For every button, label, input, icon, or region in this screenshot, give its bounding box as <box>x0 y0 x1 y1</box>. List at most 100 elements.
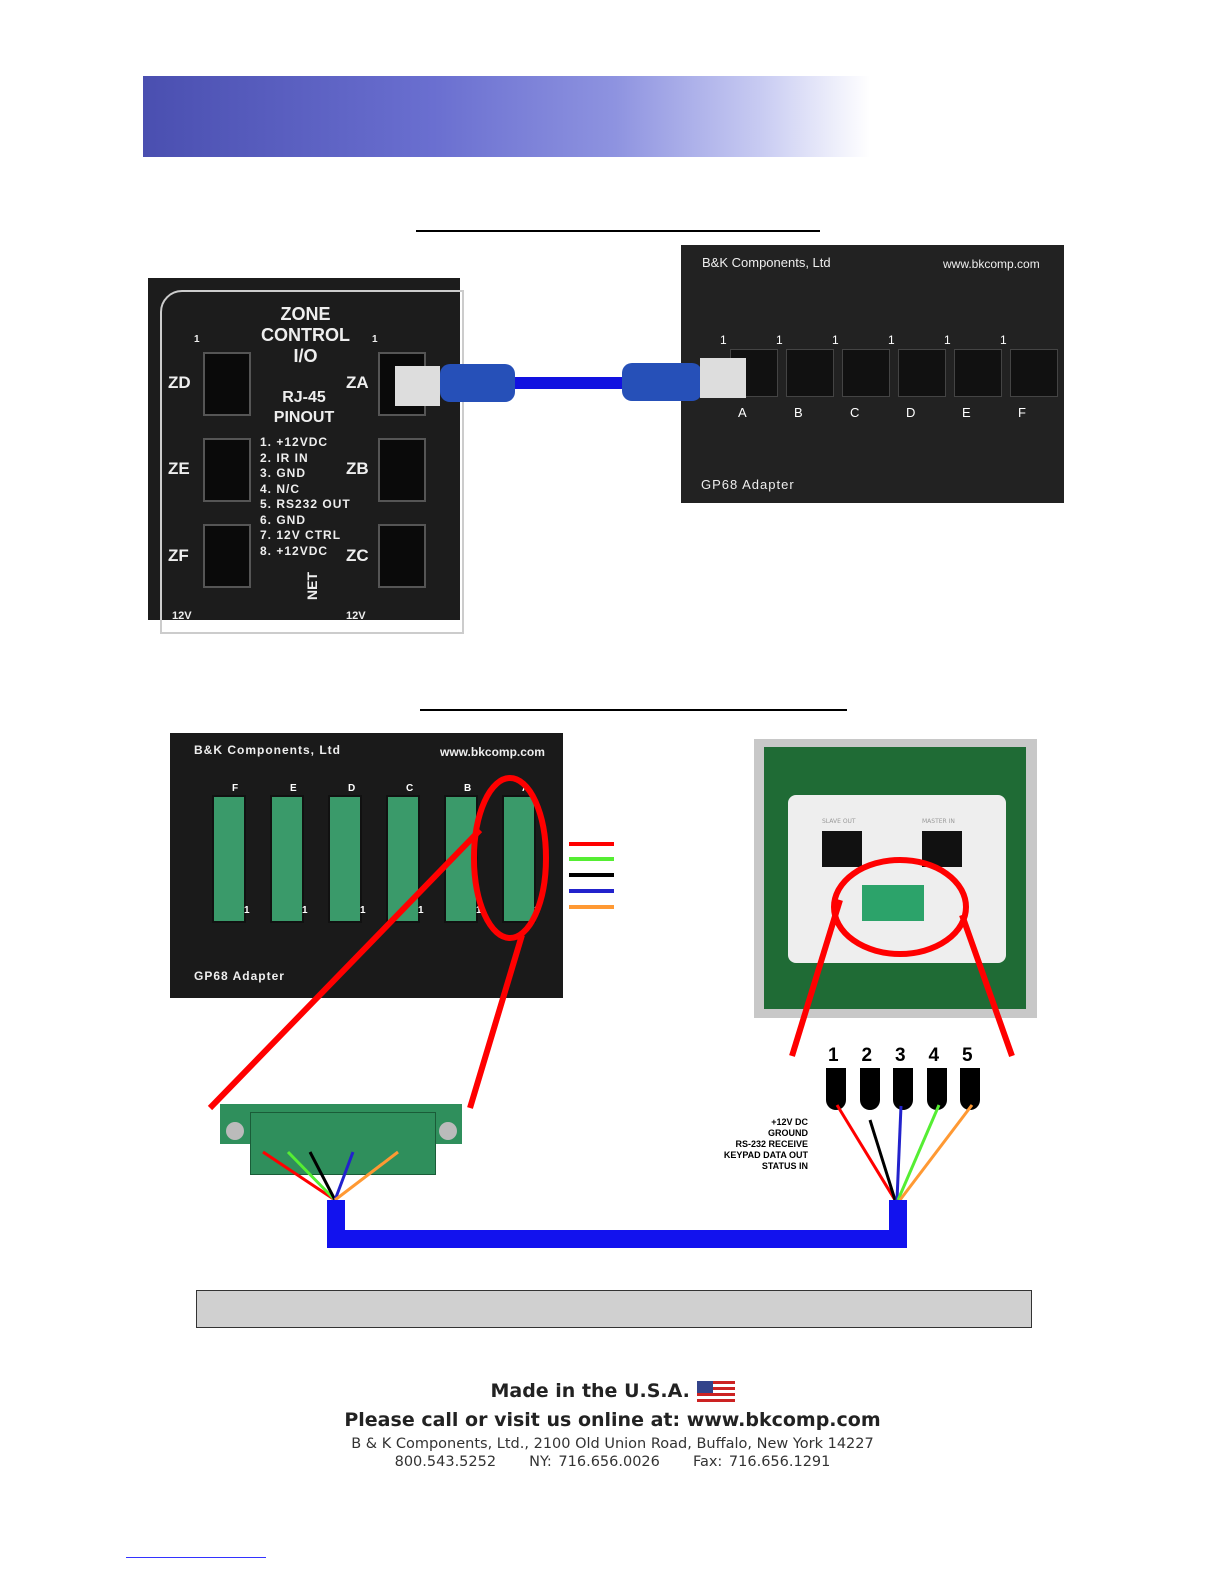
pin-one-label: 1 <box>720 333 727 347</box>
pin-one-label: 1 <box>360 905 366 916</box>
terminal-connector <box>270 795 304 923</box>
pin-item: 2. IR IN <box>260 450 309 465</box>
fax-text: Fax: 716.656.1291 <box>692 1454 831 1470</box>
terminal-label: +12V DC <box>771 1117 808 1127</box>
port-label: C <box>406 783 414 794</box>
panel-title: CONTROL <box>261 325 350 345</box>
pin-one-label: 1 <box>1000 333 1007 347</box>
terminal-label: GROUND <box>768 1128 808 1138</box>
zone-control-photo: ZONE CONTROL I/O RJ-45 PINOUT ZD ZA ZE Z… <box>148 278 464 634</box>
rj45-port <box>1010 349 1058 397</box>
cable-top <box>510 377 630 389</box>
terminal-pin <box>859 1068 880 1110</box>
zone-label: ZA <box>346 373 369 392</box>
pin-one-label: 1 <box>418 905 424 916</box>
made-text: Made in the U.S.A. <box>490 1380 690 1402</box>
wire-legend-orange <box>569 905 614 909</box>
pin-one-label: 1 <box>302 905 308 916</box>
ny-phone-text: NY: 716.656.0026 <box>529 1454 660 1470</box>
pin-one-label: 1 <box>832 333 839 347</box>
terminal-connector <box>328 795 362 923</box>
port-label: F <box>232 783 239 794</box>
terminal-number: 4 <box>928 1045 940 1066</box>
phone-text: 800.543.5252 <box>394 1454 497 1470</box>
zone-label: ZF <box>168 546 189 565</box>
wire-legend-blue <box>569 889 614 893</box>
phone-line: 800.543.5252 NY: 716.656.0026 Fax: 716.6… <box>0 1454 1225 1470</box>
wire-legend-red <box>569 842 614 846</box>
terminal-connector <box>502 795 536 923</box>
port-label: B <box>794 405 803 420</box>
url-label: www.bkcomp.com <box>943 257 1040 271</box>
highlight-lines <box>207 775 1015 1111</box>
port-label: B <box>464 783 472 794</box>
rj45-port <box>786 349 834 397</box>
jack-label: MASTER IN <box>922 818 955 825</box>
pin-item: 1. +12VDC <box>260 435 329 449</box>
pin-item: 7. 12V CTRL <box>260 528 342 542</box>
pin-one-label: 1 <box>776 333 783 347</box>
port-label: F <box>1018 405 1026 420</box>
jack-label: SLAVE OUT <box>822 818 856 825</box>
gp68-adapter-photo-bottom: B&K Components, Ltd www.bkcomp.com GP68 … <box>170 733 563 998</box>
panel-title: I/O <box>293 346 318 366</box>
bottom-label: 12V <box>172 610 192 622</box>
brand-label: B&K Components, Ltd <box>702 255 831 270</box>
zone-label: ZB <box>346 459 369 478</box>
zone-label: ZD <box>168 373 191 392</box>
pin-item: 8. +12VDC <box>260 543 329 558</box>
pin-one-label: 1 <box>476 905 482 916</box>
wire-legend-green <box>569 857 614 861</box>
pinout-list: 1. +12VDC 2. IR IN 3. GND 4. N/C 5. RS23… <box>260 435 351 559</box>
pin-one-label: 1 <box>944 333 951 347</box>
port-label: A <box>738 405 747 420</box>
terminal-pin <box>960 1068 980 1110</box>
port-label: D <box>348 783 356 794</box>
pin-one-label: 1 <box>372 334 378 345</box>
port-label: E <box>290 783 297 794</box>
rj45-boot-right <box>622 363 702 401</box>
rj45-port <box>954 349 1002 397</box>
screw-icon <box>439 1122 457 1140</box>
screw-icon <box>226 1122 244 1140</box>
pin-one-label: 1 <box>194 334 200 345</box>
pinout-title: RJ-45 <box>282 389 326 406</box>
terminal-number: 3 <box>895 1045 906 1066</box>
zone-label: ZC <box>346 546 369 565</box>
url-label: www.bkcomp.com <box>440 745 545 759</box>
note-box <box>196 1290 1032 1328</box>
header-banner-image <box>143 76 870 157</box>
link-underline <box>126 1557 266 1558</box>
pin-one-label: 1 <box>888 333 895 347</box>
panel-title: ZONE <box>280 304 331 324</box>
port-label: E <box>962 405 971 420</box>
pin-item: 5. RS232 OUT <box>260 497 351 511</box>
us-flag-icon <box>696 1380 735 1403</box>
section-rule-2 <box>420 709 847 711</box>
terminal-number: 1 <box>828 1045 839 1066</box>
address-text: B & K Components, Ltd., 2100 Old Union R… <box>351 1436 874 1452</box>
rj45-port <box>898 349 946 397</box>
port-label: C <box>850 405 860 420</box>
pin-one-label: 1 <box>244 905 250 916</box>
pin-item: 4. N/C <box>260 481 301 496</box>
terminal-pin <box>826 1068 846 1110</box>
pinout-title: PINOUT <box>273 409 335 426</box>
terminal-number: 5 <box>962 1045 973 1066</box>
wire-legend-black <box>569 873 614 877</box>
terminal-label: KEYPAD DATA OUT <box>723 1150 808 1160</box>
made-in-usa: Made in the U.S.A. <box>0 1380 1225 1403</box>
bottom-label: 12V <box>346 610 366 622</box>
port-label: D <box>906 405 916 420</box>
adapter-name: GP68 Adapter <box>701 477 795 492</box>
zone-label: ZE <box>168 459 190 478</box>
rj45-port <box>842 349 890 397</box>
terminal-connector <box>212 795 246 923</box>
terminal-label: RS-232 RECEIVE <box>735 1139 808 1149</box>
section-rule-1 <box>416 230 820 232</box>
pin-item: 6. GND <box>260 512 307 527</box>
terminal-number: 2 <box>861 1045 873 1066</box>
visit-text: Please call or visit us online at: www.b… <box>344 1409 881 1431</box>
